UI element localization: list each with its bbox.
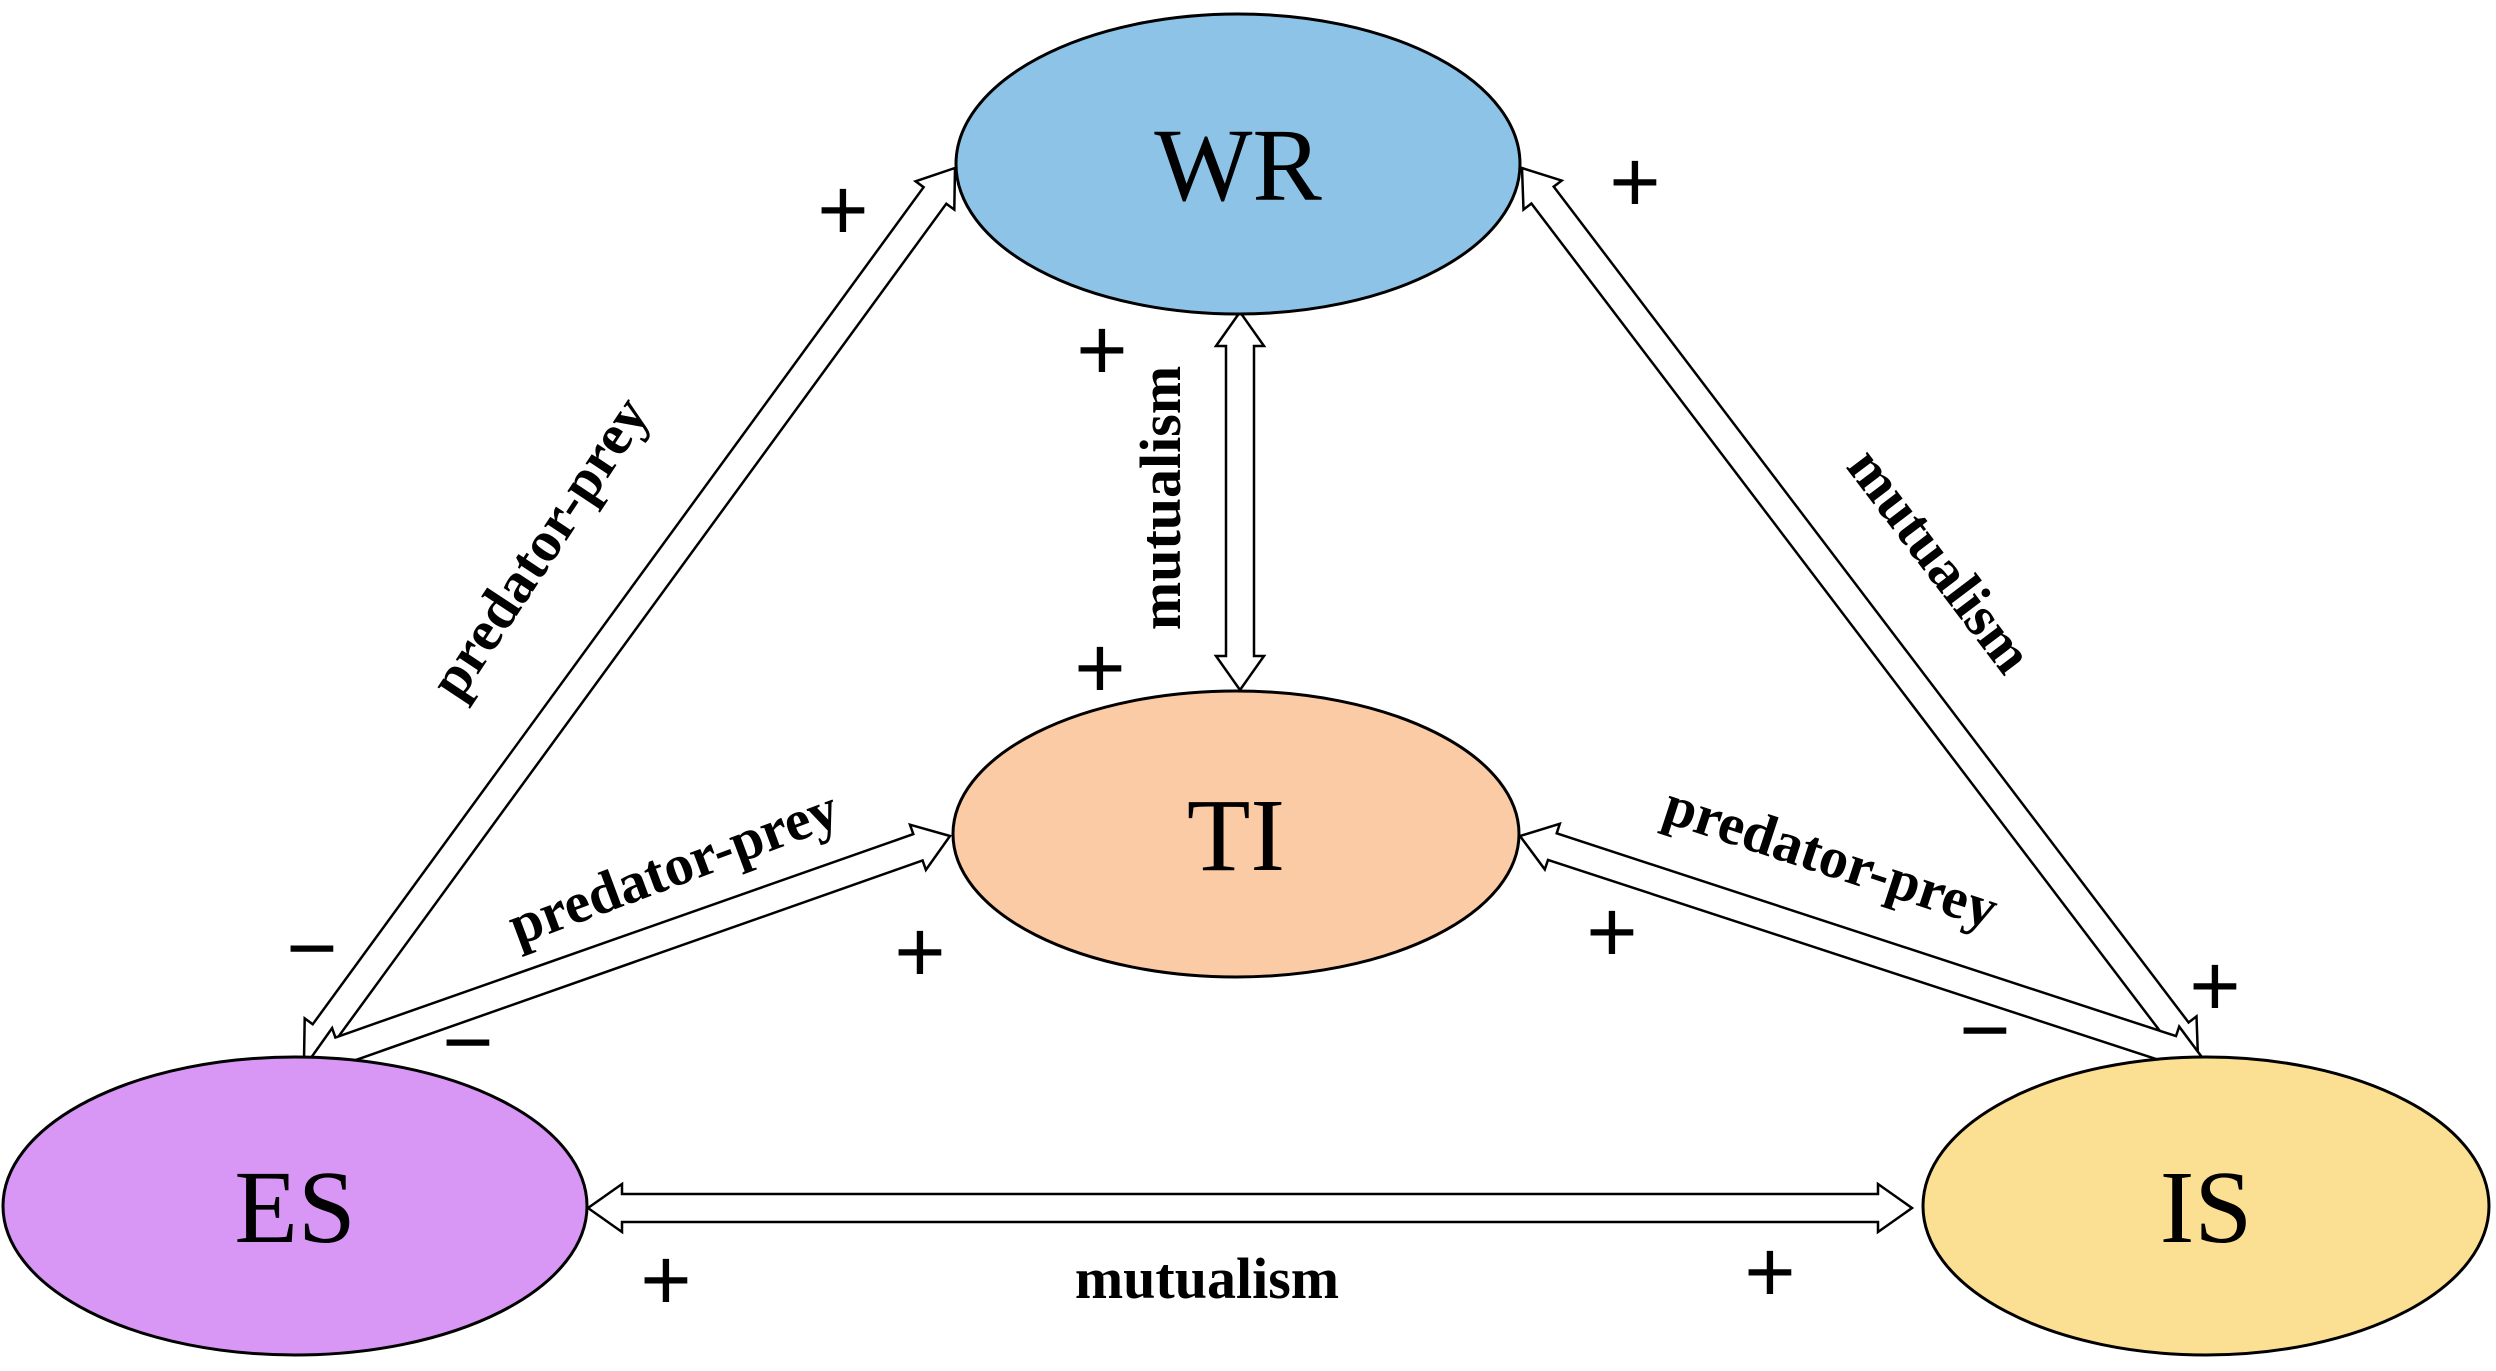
edge-label-ti-is: predator-prey [1656,771,2006,941]
node-es: ES [1,1055,589,1357]
node-wr: WR [954,12,1522,316]
arrow-es-is [585,1181,1915,1235]
sign-es-is-at-es: + [640,1230,691,1329]
sign-labels: + − + + + + + − + − + + [286,132,2240,1329]
node-es-label: ES [234,1150,355,1265]
arrow-wr-ti [1213,309,1267,693]
arrow-wr-es [302,166,957,1062]
sign-wr-is-at-is: + [2189,936,2240,1035]
node-is: IS [1921,1055,2491,1357]
node-es-shape [1,1055,589,1357]
sign-ti-es-at-ti: + [894,902,945,1001]
node-ti: TI [951,689,1521,979]
nodes: WR TI ES IS [1,12,2491,1357]
sign-wr-es-at-wr: + [817,160,868,259]
sign-ti-es-at-es: − [442,992,493,1091]
sign-es-is-at-is: + [1744,1222,1795,1321]
edge-label-wr-ti: mutualism [1128,366,1193,630]
node-wr-label: WR [1154,108,1322,223]
sign-ti-is-at-is: − [1959,980,2010,1079]
sign-ti-is-at-ti: + [1586,882,1637,981]
node-ti-label: TI [1187,778,1285,893]
edge-label-wr-es: predator-prey [416,385,662,710]
node-is-shape [1921,1055,2491,1357]
node-is-label: IS [2160,1150,2252,1265]
arrows [302,166,2207,1235]
edge-label-es-is: mutualism [1075,1246,1339,1311]
sign-wr-is-at-wr: + [1609,132,1660,231]
node-ti-shape [951,689,1521,979]
edge-label-wr-is: mutualism [1835,435,2047,685]
sign-wr-es-at-es: − [286,898,337,997]
sign-wr-ti-at-wr: + [1076,300,1127,399]
sign-wr-ti-at-ti: + [1074,618,1125,717]
node-wr-shape [954,12,1522,316]
